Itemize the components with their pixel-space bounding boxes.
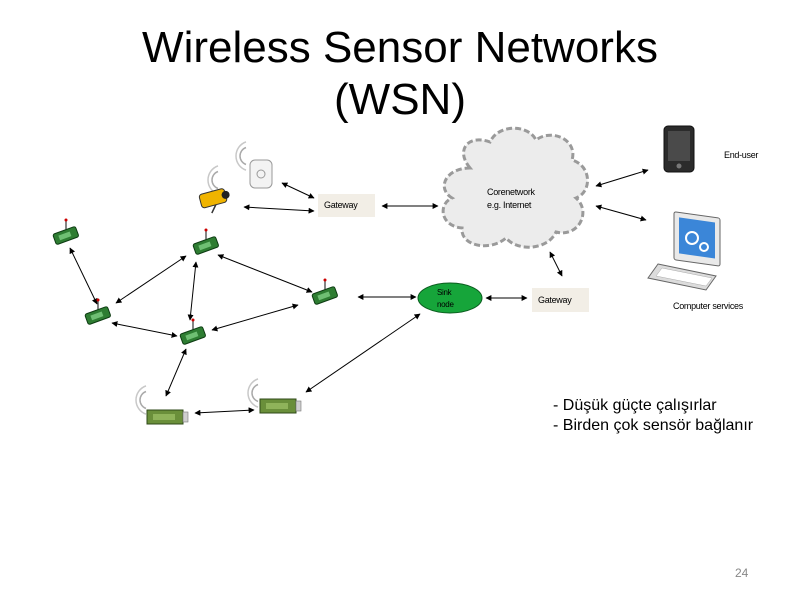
sensor-node-3 — [311, 277, 339, 306]
gateway-top-label: Gateway — [324, 200, 358, 210]
title-line-1: Wireless Sensor Networks — [142, 23, 658, 72]
arrow-cloud-to-gateway2 — [549, 251, 563, 277]
sink-node — [417, 282, 483, 314]
arrow-stick2-sink — [305, 313, 421, 393]
arrow-outlet-to-gateway — [281, 182, 315, 199]
end-user-label: End-user — [724, 150, 759, 160]
arrow-n4-n2 — [115, 255, 187, 304]
sensor-node-2 — [192, 227, 220, 256]
usb-sensor-1 — [146, 409, 189, 425]
arrow-cloud-to-enduser — [595, 168, 649, 188]
bullet-list: - Düşük güçte çalışırlar - Birden çok se… — [553, 396, 753, 436]
usb-sensor-2 — [259, 398, 302, 414]
core-network-line-2: e.g. Internet — [487, 200, 532, 210]
core-network-label: Corenetwork e.g. Internet — [487, 186, 535, 212]
arrow-n4-n5 — [111, 321, 178, 338]
sink-node-label: Sink node — [437, 287, 454, 311]
sink-line-1: Sink — [437, 288, 452, 297]
connection-arrows — [69, 168, 649, 416]
arrow-n2-n3 — [217, 254, 313, 293]
core-network-line-1: Corenetwork — [487, 187, 535, 197]
arrow-stick1-stick2 — [194, 407, 255, 416]
arrow-n1-n4 — [69, 247, 98, 305]
sensor-node-5 — [179, 317, 207, 346]
camera-sensor — [198, 188, 230, 214]
arrow-n2-n5 — [187, 261, 199, 321]
title-line-2: (WSN) — [334, 75, 466, 124]
sink-line-2: node — [437, 300, 454, 309]
slide-title: Wireless Sensor Networks (WSN) — [0, 22, 800, 126]
computer-services-label: Computer services — [673, 301, 743, 311]
bullet-item-2: - Birden çok sensör bağlanır — [553, 417, 754, 434]
page-number: 24 — [735, 566, 749, 580]
arrow-n5-stick1 — [165, 348, 187, 397]
arrow-cloud-to-computer — [595, 204, 647, 222]
arrow-camera-to-gateway — [243, 204, 315, 214]
gateway-bottom-label: Gateway — [538, 295, 572, 305]
gateway-bottom: Gateway — [532, 288, 589, 312]
core-network-cloud — [441, 126, 589, 249]
outlet-sensor — [249, 159, 273, 189]
computer-icon — [647, 211, 721, 291]
sensor-node-4 — [84, 297, 112, 326]
gateway-top: Gateway — [318, 194, 375, 217]
sensor-node-1 — [52, 217, 80, 246]
pda-icon — [663, 125, 695, 173]
bullet-item-1: - Düşük güçte çalışırlar — [553, 397, 717, 414]
arrow-n5-n3 — [211, 303, 299, 332]
